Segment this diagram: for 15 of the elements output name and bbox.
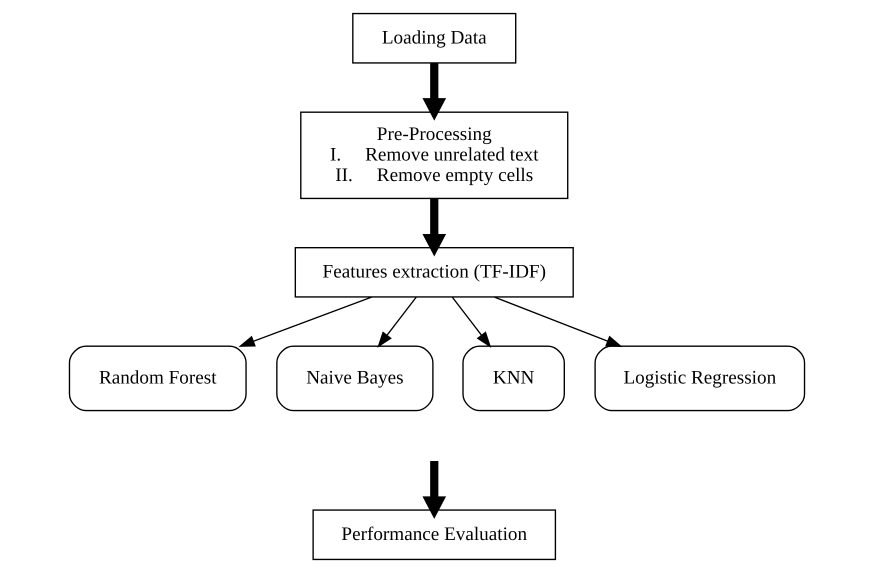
node-box: Random Forest [68, 346, 246, 412]
node-box: Naive Bayes [276, 346, 434, 412]
arrow [422, 461, 446, 519]
node-box: Performance Evaluation [312, 509, 556, 560]
node-box: KNN [462, 346, 564, 412]
node-box: Logistic Regression [594, 346, 805, 412]
node-box: Loading Data [352, 12, 516, 64]
arrow [494, 296, 622, 347]
arrow [376, 296, 416, 348]
node-box: Pre-Processing I. Remove unrelated text II. Remove empty cells [300, 111, 568, 200]
node-box: Features extraction (TF-IDF) [294, 247, 574, 298]
arrow [422, 63, 446, 121]
arrow [238, 296, 372, 347]
arrow [451, 296, 491, 348]
arrow [422, 198, 446, 256]
